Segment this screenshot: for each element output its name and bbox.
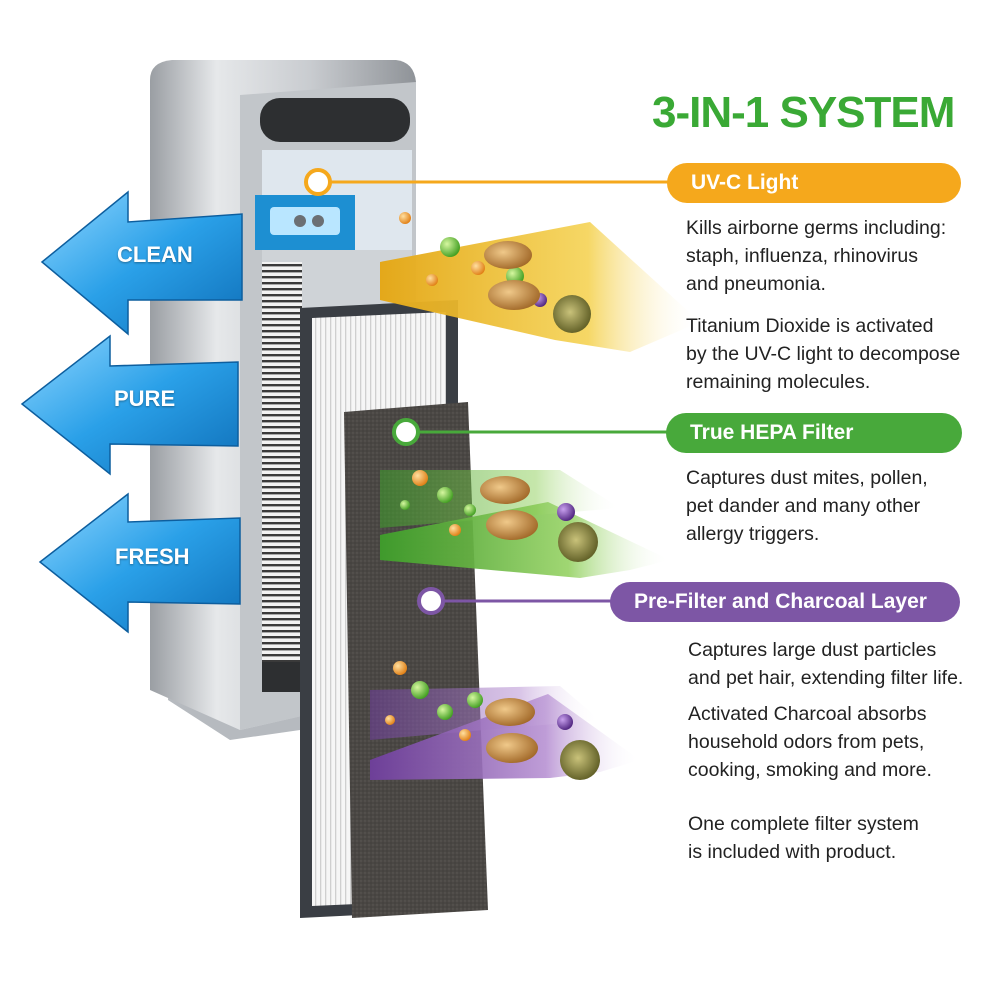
fresh-arrow-label: FRESH (115, 544, 190, 569)
hepa-leader (392, 418, 668, 446)
uv-leader (304, 168, 668, 196)
hepa-text-line: Captures dust mites, pollen, (686, 467, 928, 489)
hepa-airflow-beam (380, 470, 670, 578)
hepa-description: Captures dust mites, pollen, pet dander … (686, 464, 928, 548)
prefilter-text-line: One complete filter system (688, 813, 919, 835)
titanium-description: Titanium Dioxide is activated by the UV-… (686, 312, 960, 396)
hepa-text-line: pet dander and many other (686, 495, 921, 517)
prefilter-text-line: Captures large dust particles (688, 639, 937, 661)
pure-arrow-shape (20, 334, 239, 476)
prefilter-text-line: Activated Charcoal absorbs (688, 703, 927, 725)
prefilter-text-line: and pet hair, extending filter life. (688, 667, 964, 689)
uv-text-line: by the UV-C light to decompose (686, 343, 961, 365)
hepa-filter-label: True HEPA Filter (666, 413, 962, 453)
uv-light-label: UV-C Light (667, 163, 961, 203)
prefilter-label: Pre-Filter and Charcoal Layer (610, 582, 960, 622)
uv-text-line: staph, influenza, rhinovirus (686, 245, 918, 267)
uv-description: Kills airborne germs including: staph, i… (686, 214, 946, 298)
prefilter-text-line: cooking, smoking and more. (688, 759, 932, 781)
included-note: One complete filter system is included w… (688, 810, 919, 866)
uv-text-line: remaining molecules. (686, 371, 871, 393)
uv-text-line: Kills airborne germs including: (686, 217, 947, 239)
clean-arrow-shape (40, 190, 243, 336)
prefilter-text-line: household odors from pets, (688, 731, 925, 753)
uv-airflow-beam (380, 212, 700, 352)
fresh-arrow-shape (38, 492, 241, 634)
hepa-text-line: allergy triggers. (686, 523, 820, 545)
prefilter-description: Captures large dust particles and pet ha… (688, 636, 963, 692)
page-title: 3-IN-1 SYSTEM (652, 88, 955, 137)
uv-text-line: and pneumonia. (686, 273, 826, 295)
prefilter-airflow-beam (370, 661, 640, 780)
prefilter-leader (417, 587, 612, 615)
uv-text-line: Titanium Dioxide is activated (686, 315, 934, 337)
pure-arrow-label: PURE (114, 386, 176, 411)
charcoal-description: Activated Charcoal absorbs household odo… (688, 700, 932, 784)
prefilter-text-line: is included with product. (688, 841, 897, 863)
clean-arrow-label: CLEAN (117, 242, 193, 267)
